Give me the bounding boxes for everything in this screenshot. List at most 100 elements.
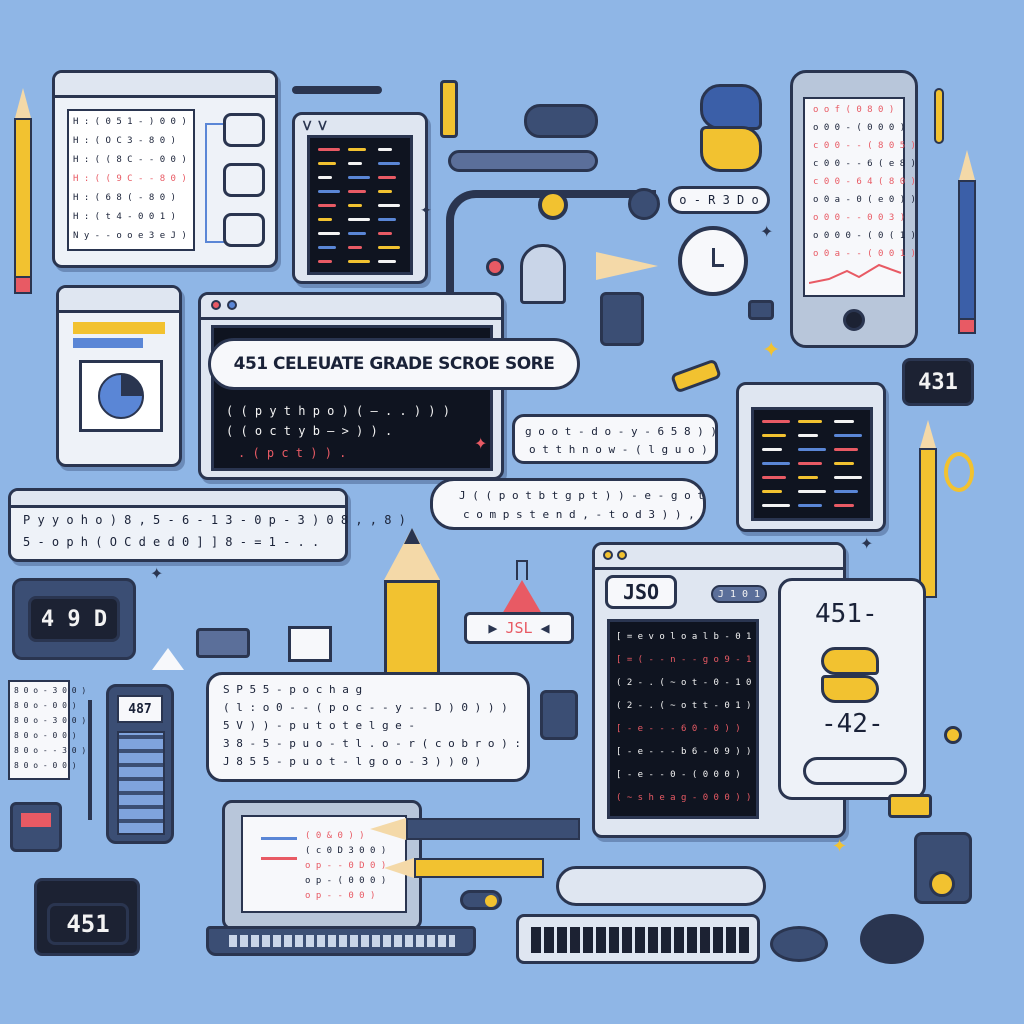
code-dash	[378, 232, 392, 235]
lcd-display-left: 4 9 D	[12, 578, 136, 660]
window-titlebar	[201, 295, 501, 320]
json-pill-text: J 1 0 1	[717, 588, 761, 600]
code-dash	[798, 504, 822, 507]
code-line: H : ( ( 9 C - - 8 0 )	[73, 174, 187, 184]
code-dash	[378, 176, 396, 179]
yellow-clip-icon	[888, 794, 932, 818]
device-451-screen: 451	[47, 903, 129, 945]
red-device-icon	[10, 802, 62, 852]
code-dash	[798, 448, 826, 451]
code-line: 8 0 o - 3 0 0 )	[14, 716, 87, 725]
code-line: c 0 0 - 6 4 ( 8 0 )	[813, 177, 916, 187]
code-line: 8 0 o - 0 0 )	[14, 731, 77, 740]
code-dash	[798, 420, 822, 423]
code-line: [ = ( - - n - - g o 9 - 1 0 )	[616, 655, 759, 665]
code-dash	[378, 260, 396, 263]
code-dash	[348, 232, 366, 235]
code-dash	[378, 148, 392, 151]
code-dash	[378, 204, 400, 207]
box-icon	[288, 626, 332, 662]
red-dot-icon	[486, 258, 504, 276]
code-dash	[762, 434, 786, 437]
code-dash	[348, 260, 370, 263]
sparkle-icon: ✦	[420, 203, 432, 219]
phone-device: o o f ( 0 8 0 )o 0 0 - ( 0 0 0 )c 0 0 - …	[790, 70, 918, 348]
headline-text: 451 CELEUATE GRADE SCROE SORE	[233, 354, 555, 374]
desktop-keyboard	[516, 914, 760, 964]
pipe-joint-icon	[538, 190, 568, 220]
code-line-1: ( ( p y t h p o ) ( — . . ) ) )	[226, 404, 450, 418]
code-line-2: 5 - o p h ( O C d e d 0 ] ] 8 - = 1 - . …	[23, 535, 320, 549]
chart-line-icon	[809, 263, 902, 284]
code-dash	[378, 246, 400, 249]
speech-bubble-right: g o o t - d o - y - 6 5 8 ) ) , . . o t …	[512, 414, 718, 464]
sparkle-icon: ✦	[760, 222, 774, 241]
pencil-horizontal-1	[370, 818, 580, 840]
bubble-line-2: o t t h n o w - ( l g u o ) .	[529, 443, 718, 456]
code-dash	[318, 246, 336, 249]
clock-icon	[678, 226, 748, 296]
lcd-text: 4 9 D	[40, 606, 108, 632]
mouse-icon-2	[860, 914, 924, 964]
pencil-right-top	[956, 150, 978, 335]
bubble-line-2: ( l : o 0 - - ( p o c - - y - - D ) 0 ) …	[223, 701, 508, 714]
chart-bar-yellow	[73, 322, 165, 334]
code-dash	[798, 462, 822, 465]
code-dash	[378, 162, 400, 165]
code-dash	[318, 232, 340, 235]
score-card: 451- -42-	[778, 578, 926, 800]
sticky-note-left: 8 0 o - 3 0 0 ) 8 0 o - 0 0 ) 8 0 o - 3 0 …	[8, 680, 86, 780]
code-line: ( c 0 D 3 0 0 )	[305, 846, 387, 856]
bubble-line-5: J 8 5 5 - p u o t - l g o o - 3 ) ) 0 )	[223, 755, 482, 768]
code-window-top-left: H : ( 0 5 1 - ) 0 0 ) H : ( O C 3 - 8 0 )…	[52, 70, 278, 268]
node-box-3	[223, 213, 265, 247]
speech-bubble-bottom: S P 5 5 - p o c h a g ( l : o 0 - - ( p …	[206, 672, 530, 782]
code-dash	[762, 448, 782, 451]
code-line: 8 0 o - 3 0 0 )	[14, 686, 87, 695]
card-451-text: 451-	[815, 599, 878, 629]
report-window-left	[56, 285, 182, 467]
code-dash	[834, 476, 862, 479]
speaker-device-icon	[914, 832, 972, 904]
scissors-icon	[944, 452, 974, 492]
code-line: H : ( 0 5 1 - ) 0 0 )	[73, 117, 187, 127]
window-titlebar	[55, 73, 275, 98]
card-slot	[803, 757, 907, 785]
code-dash	[834, 434, 862, 437]
code-line: H : ( ( 8 C - - 0 0 )	[73, 155, 187, 165]
sparkle-icon: ✦	[832, 836, 848, 857]
code-line: o 0 a - 0 ( e 0 ) )	[813, 195, 916, 205]
code-dash	[318, 260, 332, 263]
code-line: N y - - o o e 3 e J )	[73, 231, 187, 241]
code-dash	[834, 420, 854, 423]
phone-screen: o o f ( 0 8 0 )o 0 0 - ( 0 0 0 )c 0 0 - …	[803, 97, 916, 297]
python-logo-small-icon	[821, 647, 881, 707]
code-line: ( ~ s h e a g - 0 0 0 ) )	[616, 793, 752, 803]
sparkle-icon: ✦	[762, 338, 781, 363]
code-line: [ - e - - - 6 0 - 0 ) )	[616, 724, 741, 734]
code-dash	[348, 246, 362, 249]
lamp-icon	[520, 244, 566, 304]
code-line: c 0 0 - - 6 ( e 8 )	[813, 159, 916, 169]
code-dash	[762, 504, 790, 507]
chart-bar-blue	[73, 338, 143, 348]
code-line: [ = e v o l o a l b - 0 1 ) )	[616, 632, 759, 642]
pie-chart-icon	[98, 373, 144, 419]
code-line: o 0 0 0 - ( 0 ( 1 )	[813, 231, 916, 241]
code-line: ( 2 - . ( ~ o t t - 0 1 ) )	[616, 701, 759, 711]
code-line-2: ( ( o c t y b — > ) ) .	[226, 424, 393, 438]
play-icon: ▶	[488, 619, 498, 637]
code-dash	[762, 420, 790, 423]
terminal-window-right	[736, 382, 886, 532]
code-line: H : ( O C 3 - 8 0 )	[73, 136, 176, 146]
jsl-tag: ▶ JSL ◀	[464, 612, 574, 644]
yellow-dot-icon	[944, 726, 962, 744]
speech-bubble-center: J ( ( p o t b t g p t ) ) - e - g o t ) …	[430, 478, 706, 530]
mouse-icon-1	[770, 926, 828, 962]
code-pane: H : ( 0 5 1 - ) 0 0 ) H : ( O C 3 - 8 0 )…	[67, 109, 195, 251]
headline-bubble: 451 CELEUATE GRADE SCROE SORE	[208, 338, 580, 390]
phone-home-button	[843, 309, 865, 331]
sidebar-connector	[205, 123, 225, 243]
bubble-line-2: c o m p s t e n d , - t o d 3 ) ) , . . …	[463, 508, 703, 521]
code-dash	[762, 476, 786, 479]
